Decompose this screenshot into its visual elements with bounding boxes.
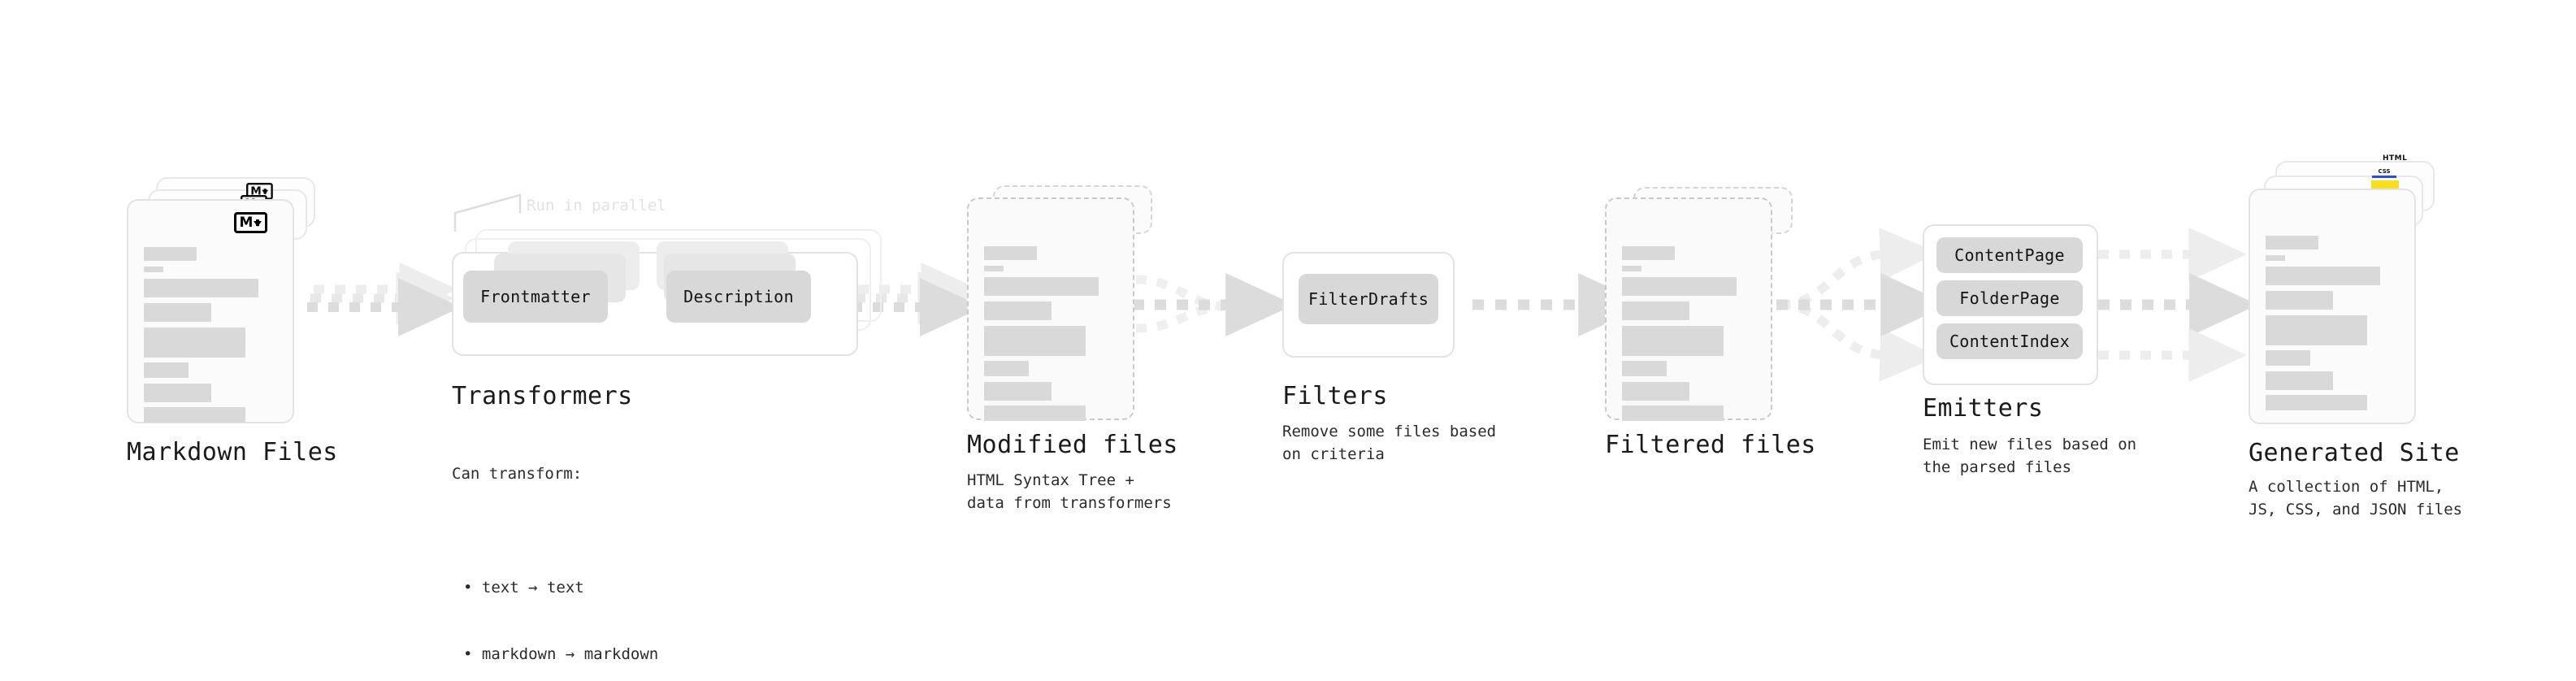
connector-emitters-to-site [2098,228,2258,382]
stage-title-transformers: Transformers [452,382,633,410]
modified-document-card [967,197,1134,421]
run-in-parallel-bracket [453,193,522,232]
css-icon: CSS [2372,168,2396,178]
emitters-chip-contentpage[interactable]: ContentPage [1936,237,2083,273]
css-icon-rule [2372,176,2396,178]
filters-chip-filterdrafts[interactable]: FilterDrafts [1299,274,1438,324]
connector-markdown-to-transformers [307,262,462,336]
transformer-chip-frontmatter[interactable]: Frontmatter [463,271,608,323]
transform-heading: Can transform: [452,465,583,484]
markdown-badge-letter: M [250,184,262,197]
html5-icon-label: HTML [2383,154,2408,163]
site-document-card [2249,189,2416,424]
transform-bullet-text: • text → text [463,578,584,596]
stage-desc-emitters: Emit new files based on the parsed files [1923,436,2137,476]
stage-desc-generated-site: A collection of HTML, JS, CSS, and JSON … [2249,478,2463,518]
markdown-arrow-down-icon [254,219,262,227]
stage-title-emitters: Emitters [1923,394,2044,423]
transformer-chip-description[interactable]: Description [666,271,811,323]
stage-title-modified-files: Modified files [967,431,1178,459]
filtered-document-card [1605,197,1772,421]
transform-bullet-markdown: • markdown → markdown [463,645,659,664]
stage-title-filtered-files: Filtered files [1605,431,1816,459]
run-in-parallel-label: Run in parallel [527,197,666,215]
connector-modified-to-filters [1133,273,1295,336]
markdown-arrow-down-icon [262,188,269,194]
emitters-chip-contentindex[interactable]: ContentIndex [1936,323,2083,359]
emitters-chip-folderpage[interactable]: FolderPage [1936,280,2083,316]
stage-desc-filters: Remove some files based on criteria [1282,423,1497,463]
connector-filtered-to-emitters [1776,228,1949,382]
stage-title-generated-site: Generated Site [2249,439,2460,467]
stage-title-markdown-files: Markdown Files [127,438,338,466]
stage-desc-transformers: Can transform: • text → text • markdown … [452,419,658,681]
markdown-badge-letter: M [239,214,254,231]
stage-title-filters: Filters [1282,382,1388,410]
markdown-document-card: M [127,199,294,423]
transform-bullet-list: • text → text • markdown → markdown • ht… [452,532,658,681]
stage-desc-modified-files: HTML Syntax Tree + data from transformer… [967,471,1172,512]
css-icon-label: CSS [2378,168,2391,175]
markdown-badge-front: M [234,212,267,233]
